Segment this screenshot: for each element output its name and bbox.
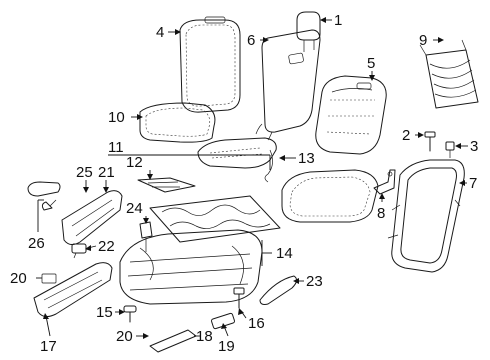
backrest-cover-part [179, 16, 241, 113]
switch-part [71, 243, 87, 259]
callout-19: 19 [218, 338, 235, 355]
recliner-cover-part [33, 262, 113, 318]
callout-2: 2 [402, 127, 410, 144]
backrest-panel-part [255, 29, 321, 141]
callout-20b: 20 [116, 328, 133, 345]
callout-8: 8 [377, 205, 385, 222]
callout-22: 22 [98, 238, 115, 255]
callout-9: 9 [419, 32, 427, 49]
callout-20a: 20 [10, 270, 27, 287]
callout-11: 11 [108, 139, 124, 156]
trim-cap-part [27, 181, 61, 197]
callout-4: 4 [156, 24, 164, 41]
callout-23: 23 [306, 273, 323, 290]
callout-12: 12 [126, 154, 143, 171]
seat-cushion-cover-part [139, 102, 216, 143]
screw-part [123, 305, 137, 323]
knob-part [41, 199, 57, 211]
bracket-24-part [139, 221, 153, 252]
callout-3: 3 [470, 138, 478, 155]
handle-part [259, 275, 298, 305]
callout-18: 18 [196, 328, 213, 345]
backrest-pad-part [315, 75, 387, 155]
callout-21: 21 [98, 164, 115, 181]
seat-cushion-pad-part [281, 169, 379, 223]
callout-24: 24 [126, 200, 143, 217]
side-shield-part [61, 190, 123, 246]
bolt-part [424, 131, 436, 152]
callout-15: 15 [96, 304, 113, 321]
callout-14: 14 [276, 245, 293, 262]
leader-lines [36, 17, 468, 339]
callout-10: 10 [108, 109, 125, 126]
stud-part [233, 287, 245, 309]
clip-part [137, 177, 196, 193]
bracket-cover-part [149, 329, 197, 353]
headrest-part [296, 11, 321, 52]
callout-5: 5 [367, 55, 375, 72]
callout-16: 16 [248, 315, 265, 332]
callout-1: 1 [334, 12, 342, 29]
callout-25: 25 [76, 164, 93, 181]
nut-part [445, 141, 455, 158]
lumbar-support-part [419, 39, 479, 109]
seat-track-assembly-part [119, 195, 281, 305]
callout-7: 7 [469, 175, 477, 192]
cushion-heater-part [197, 137, 277, 183]
callouts: 1 2 3 4 5 6 7 8 9 10 11 12 13 14 15 16 1… [10, 12, 478, 355]
harness-bracket-part [373, 169, 396, 195]
callout-26: 26 [28, 235, 45, 252]
seatback-frame-part [387, 159, 465, 273]
callout-13: 13 [298, 150, 315, 167]
callout-6: 6 [247, 32, 255, 49]
callout-17: 17 [40, 338, 57, 355]
